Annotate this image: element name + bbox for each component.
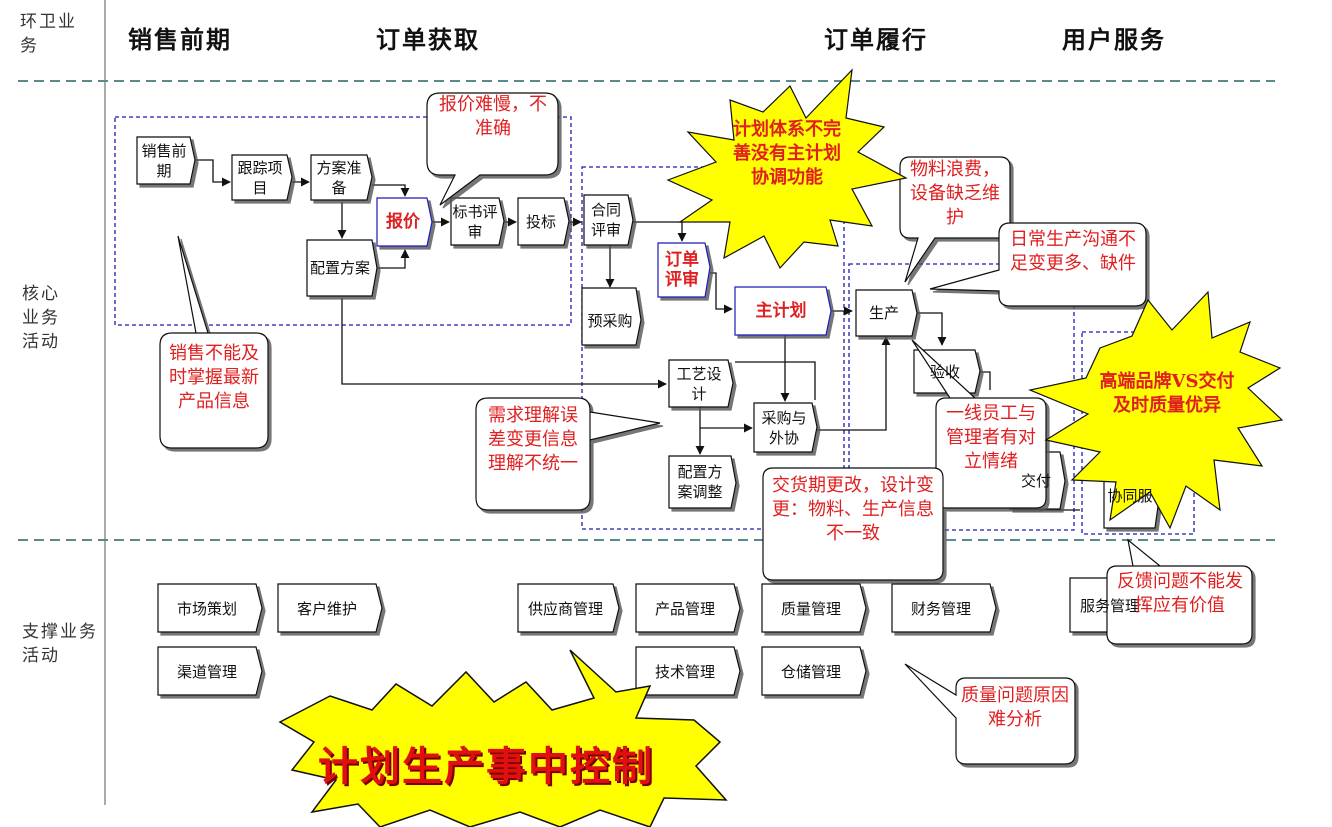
- node-track-project: 跟踪项目: [237, 159, 283, 197]
- callout-material-waste: 物料浪费，设备缺乏维护: [910, 159, 1000, 228]
- node-bidding: 投标: [525, 213, 556, 231]
- phase-order-fulfillment: 订单履行: [824, 25, 928, 54]
- callout-daily-communication: 日常生产沟通不足变更多、缺件: [1010, 229, 1136, 274]
- node-config-plan: 配置方案: [309, 259, 370, 277]
- starburst-plan: [666, 68, 908, 270]
- connectors: [195, 159, 1080, 511]
- node-delivery: 交付: [1020, 472, 1051, 490]
- support-shapes: [157, 577, 1157, 696]
- starburst-brand: [1027, 290, 1284, 530]
- support-customer-maintenance: 客户维护: [296, 599, 357, 618]
- callout-quote-issue: 报价难慢，不准确: [439, 94, 547, 139]
- phase-customer-service: 用户服务: [1062, 25, 1166, 54]
- support-service-management: 服务管理: [1079, 596, 1140, 615]
- support-tech-management: 技术管理: [654, 662, 715, 681]
- node-order-review: 订单评审: [665, 250, 699, 290]
- node-purchase-outsource: 采购与外协: [761, 409, 807, 447]
- support-finance-management: 财务管理: [910, 599, 971, 618]
- node-master-plan: 主计划: [755, 301, 807, 321]
- lane-label-core: 核心业务活动: [22, 284, 60, 352]
- node-config-adjust: 配置方案调整: [677, 463, 723, 501]
- node-inspection: 验收: [929, 363, 960, 381]
- support-warehouse-management: 仓储管理: [780, 662, 841, 681]
- lane-label-header: 环卫业务: [20, 12, 77, 56]
- node-bid-review: 标书评审: [452, 203, 498, 241]
- phase-presales: 销售前期: [128, 25, 232, 54]
- lane-dividers: [18, 0, 1275, 805]
- support-channel-management: 渠道管理: [176, 662, 237, 681]
- callout-worker-conflict: 一线员工与管理者有对立情绪: [946, 403, 1036, 472]
- starburst-headline: [278, 649, 728, 827]
- burst-plan-system-text: 计划体系不完善没有主计划协调功能: [733, 119, 841, 188]
- node-production: 生产: [868, 304, 899, 322]
- support-supplier-management: 供应商管理: [527, 599, 603, 618]
- support-quality-management: 质量管理: [780, 599, 841, 618]
- node-feedback-service: 协同服: [1107, 487, 1153, 505]
- node-pre-purchase: 预采购: [587, 312, 633, 330]
- support-product-management: 产品管理: [654, 599, 715, 618]
- callout-feedback-issue: 反馈问题不能发挥应有价值: [1117, 571, 1243, 616]
- node-plan-preparation: 方案准备: [316, 159, 362, 197]
- support-market-planning: 市场策划: [176, 599, 237, 618]
- headline-text: 计划生产事中控制: [318, 744, 654, 790]
- callout-demand-error: 需求理解误差变更信息理解不统一: [488, 405, 578, 474]
- callout-sales-info: 销售不能及时掌握最新产品信息: [169, 343, 259, 412]
- callout-shapes: [159, 92, 1253, 765]
- node-presales: 销售前期: [141, 142, 187, 180]
- node-process-design: 工艺设计: [676, 365, 722, 403]
- callout-quality-issue: 质量问题原因难分析: [961, 685, 1069, 730]
- burst-brand-text: 高端品牌VS交付及时质量优异: [1099, 371, 1235, 416]
- lane-label-support: 支撑业务活动: [22, 622, 98, 666]
- callout-delivery-change: 交货期更改，设计变更：物料、生产信息不一致: [772, 475, 934, 544]
- phase-order-acquisition: 订单获取: [376, 25, 480, 54]
- node-contract-review: 合同评审: [590, 201, 621, 239]
- node-quote: 报价: [386, 212, 420, 232]
